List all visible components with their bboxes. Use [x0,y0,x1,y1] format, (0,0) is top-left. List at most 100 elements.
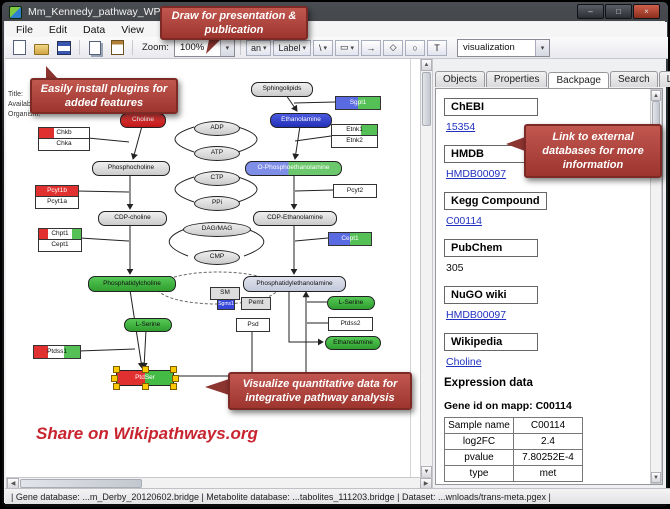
open-file-button[interactable] [31,39,52,57]
tab-properties[interactable]: Properties [485,71,548,87]
pathway-node[interactable]: Cept1 [38,239,82,252]
toolbar-separator [132,40,133,55]
table-cell: log2FC [444,433,514,450]
chevron-down-icon: ▾ [323,44,328,52]
pathway-node-selected[interactable]: PtdSer [111,366,179,390]
database-id-link[interactable]: HMDB00097 [446,168,507,180]
backpage-section: ChEBI 15354 [444,95,646,133]
pathway-node[interactable]: CDP-choline [98,211,167,226]
tab-search[interactable]: Search [609,71,658,87]
scroll-up-icon[interactable]: ▲ [421,59,432,71]
zoom-combobox[interactable]: 100% ▾ [173,38,235,57]
pathway-node[interactable]: Chka [38,138,90,151]
scrollbar-thumb[interactable] [422,72,431,126]
database-header: Wikipedia [444,333,538,351]
scroll-down-icon[interactable]: ▼ [651,472,661,483]
pathway-node[interactable]: Pcyt1a [35,196,79,209]
line-tool-button[interactable]: \▾ [313,39,334,56]
pathway-node[interactable]: Pemt [241,297,271,310]
pathway-node[interactable]: Sphingolipids [251,82,313,97]
menu-bar: File Edit Data View Plugins Help [5,22,667,38]
selection-handle[interactable] [172,375,179,382]
pathway-node[interactable]: Cept1 [328,232,372,246]
side-panel: Objects Properties Backpage Search Legen… [431,58,670,488]
database-header: NuGO wiki [444,286,538,304]
pathway-node[interactable]: Choline [120,113,166,128]
arrow-tool-button[interactable]: → [361,39,382,56]
scrollbar-thumb[interactable] [20,479,142,488]
pathway-node[interactable]: Sgpl1 [335,96,381,110]
pathway-node[interactable]: CMP [194,250,240,265]
callout-tail [506,137,525,151]
pathway-node[interactable]: CDP-Ethanolamine [253,211,337,226]
menu-file[interactable]: File [16,23,33,36]
table-row: log2FC 2.4 [444,433,583,450]
pathway-node[interactable]: Sgms1 [217,299,235,310]
paste-button[interactable] [107,39,127,57]
minimize-button[interactable]: – [577,4,604,19]
pathway-node[interactable]: O-Phosphoethanolamine [245,161,342,176]
pathway-node[interactable]: L-Serine [124,318,172,332]
pathway-node[interactable]: CTP [194,171,240,186]
pathway-node[interactable]: L-Serine [327,296,375,310]
database-id-link[interactable]: HMDB00097 [446,309,507,321]
status-bar: | Gene database: ...m_Derby_20120602.bri… [5,488,670,504]
selection-handle[interactable] [142,383,149,390]
database-id-link[interactable]: C00114 [446,215,483,227]
pathway-canvas[interactable]: Title: Availability: Organism: Sphingoli… [6,58,420,477]
pathway-node[interactable]: PPi [194,196,240,211]
selection-handle[interactable] [111,375,118,382]
database-id-link[interactable]: Choline [446,356,482,368]
table-cell: 2.4 [513,433,583,450]
pathway-node[interactable]: Etnk2 [331,135,378,148]
pathway-node[interactable]: Ptdss1 [33,345,81,359]
datanode-tool-button[interactable]: an▾ [245,39,272,56]
backpage-section: Kegg Compound C00114 [444,189,646,227]
table-cell: type [444,465,514,482]
pathway-node[interactable]: Phosphatidylcholine [88,276,176,292]
copy-button[interactable] [85,39,105,57]
ellipse-tool-button[interactable]: ○ [405,39,426,56]
close-button[interactable]: × [633,4,660,19]
label-tool-button[interactable]: Label▾ [273,39,312,56]
selection-handle[interactable] [142,366,149,373]
new-file-button[interactable] [9,39,29,57]
pathway-node[interactable]: Psd [236,318,270,332]
chevron-down-icon: ▾ [262,44,267,52]
tab-legend[interactable]: Legend [658,71,670,87]
shape-tool-button[interactable]: ▭▾ [335,39,360,56]
pathway-node[interactable]: Ethanolamine [325,336,381,350]
menu-view[interactable]: View [121,23,144,36]
pathway-edges [76,94,336,377]
selection-handle[interactable] [170,383,177,390]
text-tool-button[interactable]: T [427,39,448,56]
selection-handle[interactable] [113,366,120,373]
pathway-node[interactable]: ADP [194,121,240,136]
table-cell: C00114 [513,417,583,434]
backpage-panel: ChEBI 15354 HMDB HMDB00097 Kegg Compound… [435,88,663,485]
visualization-combobox[interactable]: visualization ▾ [457,38,551,57]
toolbar-separator [239,40,241,55]
board-edge [410,58,411,477]
menu-data[interactable]: Data [83,23,106,36]
pathway-node[interactable]: Ptdss2 [328,317,373,331]
pathway-node[interactable]: Ethanolamine [270,113,332,128]
selection-handle[interactable] [170,366,177,373]
save-file-button[interactable] [54,39,74,57]
pathway-node[interactable]: ATP [194,146,240,161]
tab-objects[interactable]: Objects [435,71,485,87]
diamond-tool-button[interactable]: ◇ [383,39,404,56]
callout-tail [46,66,58,79]
database-id-link[interactable]: 15354 [446,121,476,133]
scroll-up-icon[interactable]: ▲ [651,90,661,101]
menu-edit[interactable]: Edit [48,23,68,36]
selection-handle[interactable] [113,383,120,390]
maximize-button[interactable]: □ [605,4,632,19]
pathway-node[interactable]: Pcyt2 [333,184,377,198]
backpage-section: NuGO wiki HMDB00097 [444,283,646,321]
pathway-node[interactable]: DAG/MAG [183,222,251,237]
pathway-node[interactable]: Phosphatidylethanolamine [243,276,346,292]
vertical-scrollbar[interactable]: ▲ ▼ [420,58,433,479]
tab-backpage[interactable]: Backpage [548,72,609,88]
pathway-node[interactable]: Phosphocholine [92,161,170,176]
